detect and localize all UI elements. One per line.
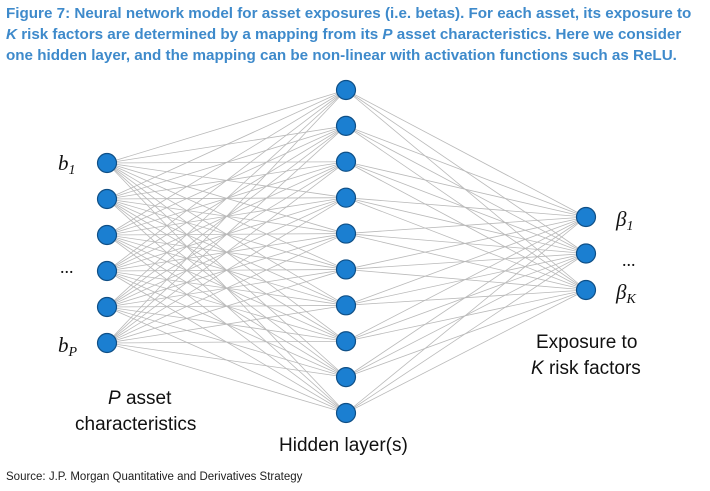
output-label-dots: ... (622, 250, 636, 270)
input-layer-label-line2: characteristics (75, 414, 196, 435)
input-label-b1: b1 (58, 151, 76, 178)
edge-hidden-10-to-output-2 (345, 253, 587, 414)
edge-hidden-4-to-output-1 (345, 197, 587, 218)
input-node-4 (96, 260, 118, 282)
edge-hidden-7-to-output-1 (345, 216, 587, 306)
figure-caption: Figure 7: Neural network model for asset… (6, 3, 706, 66)
caption-var-p: P (382, 26, 393, 43)
edge-hidden-8-to-output-1 (345, 216, 587, 342)
input-label-bp: bP (58, 333, 78, 360)
edge-hidden-10-to-output-3 (345, 289, 587, 414)
edge-input-3-to-hidden-1 (106, 89, 347, 236)
input-node-6 (96, 332, 118, 354)
edge-hidden-3-to-output-1 (345, 161, 587, 218)
edge-input-2-to-hidden-1 (106, 89, 347, 200)
edge-input-6-to-hidden-7 (106, 304, 347, 344)
input-layer-label-line1: P asset (108, 388, 172, 409)
hidden-node-8 (335, 331, 357, 352)
edge-input-4-to-hidden-1 (106, 89, 347, 272)
caption-text-3: asset characteristics. Here we consider … (6, 26, 682, 64)
output-label-betak: βK (615, 280, 636, 307)
edge-input-6-to-hidden-2 (106, 125, 347, 344)
input-node-2 (96, 188, 118, 210)
edge-input-6-to-hidden-6 (106, 269, 347, 344)
edge-hidden-6-to-output-1 (345, 216, 587, 270)
output-node-3 (575, 279, 597, 301)
hidden-node-1 (335, 79, 357, 101)
hidden-node-6 (335, 259, 357, 280)
input-node-5 (96, 296, 118, 318)
hidden-node-2 (335, 115, 357, 136)
caption-var-k: K (6, 26, 17, 43)
output-label-beta1: β1 (615, 207, 633, 234)
edge-input-6-to-hidden-9 (106, 342, 347, 378)
nodes (96, 79, 597, 424)
hidden-node-3 (335, 151, 357, 172)
edge-hidden-2-to-output-1 (345, 125, 587, 218)
input-label-dots: ... (60, 257, 74, 277)
hidden-node-4 (335, 187, 357, 208)
input-node-3 (96, 224, 118, 246)
hidden-node-5 (335, 223, 357, 244)
hidden-node-9 (335, 367, 357, 388)
edge-hidden-10-to-output-1 (345, 216, 587, 414)
edge-input-6-to-hidden-8 (106, 340, 347, 344)
output-layer-label-line1: Exposure to (536, 332, 637, 353)
hidden-node-10 (335, 402, 357, 424)
edge-hidden-5-to-output-1 (345, 216, 587, 234)
edge-hidden-1-to-output-1 (345, 89, 587, 218)
edge-input-1-to-hidden-1 (106, 89, 347, 164)
caption-text-2: risk factors are determined by a mapping… (16, 26, 383, 43)
edge-input-6-to-hidden-5 (106, 233, 347, 344)
output-node-1 (575, 206, 597, 228)
edge-input-6-to-hidden-10 (106, 342, 347, 414)
hidden-node-7 (335, 295, 357, 316)
edge-hidden-9-to-output-1 (345, 216, 587, 378)
source-note: Source: J.P. Morgan Quantitative and Der… (6, 471, 303, 483)
edge-input-6-to-hidden-3 (106, 161, 347, 344)
caption-text-1: Figure 7: Neural network model for asset… (6, 5, 692, 22)
edge-input-6-to-hidden-4 (106, 197, 347, 344)
hidden-layer-label: Hidden layer(s) (279, 435, 408, 456)
edge-input-5-to-hidden-1 (106, 89, 347, 308)
edge-input-6-to-hidden-1 (106, 89, 347, 344)
input-node-1 (96, 152, 118, 174)
output-node-2 (575, 243, 597, 264)
edges (106, 89, 587, 414)
output-layer-label-line2: K risk factors (531, 358, 641, 379)
